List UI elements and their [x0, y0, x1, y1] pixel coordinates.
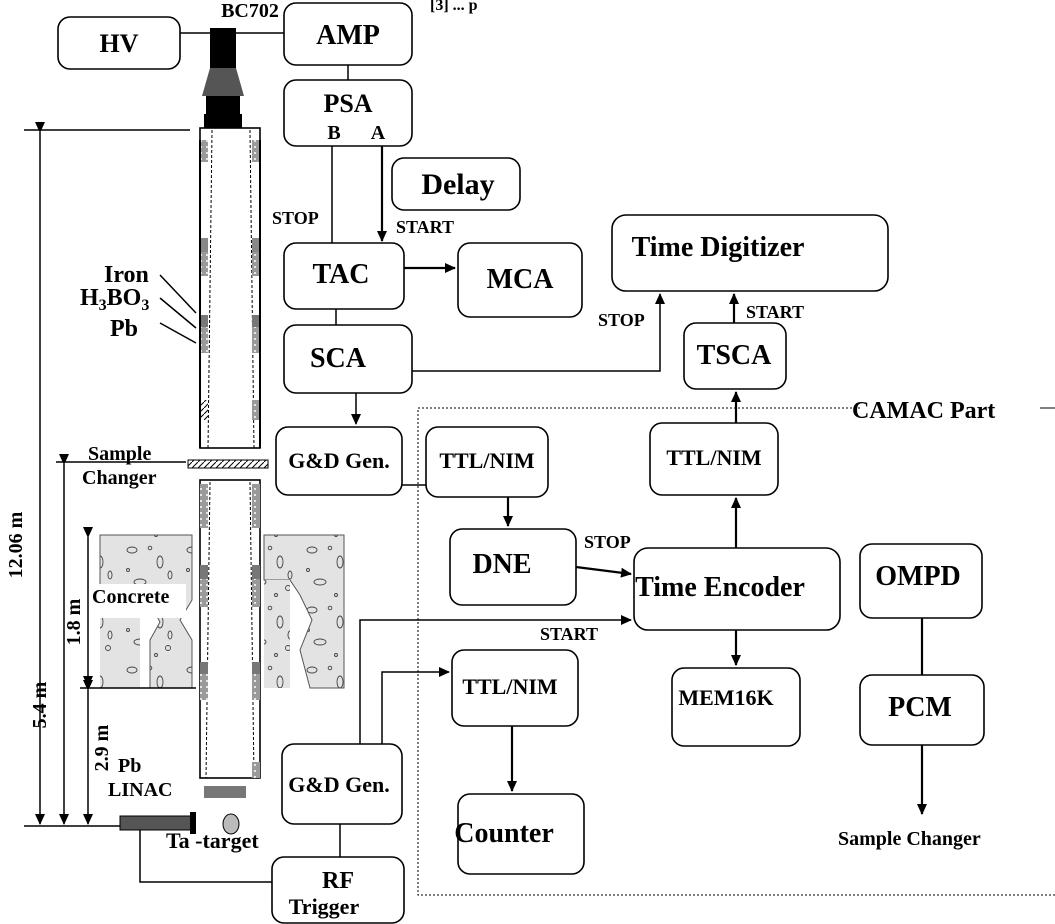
- counter-label: Counter: [454, 818, 554, 849]
- time-digitizer-block: [611, 214, 889, 292]
- counter-block: [457, 793, 585, 875]
- label-pb-lower: Pb: [118, 755, 141, 777]
- detector-base: [204, 114, 242, 128]
- psa-b-port: B: [327, 122, 340, 144]
- mem16k-label: MEM16K: [678, 685, 773, 710]
- pb-block-lower: [204, 786, 246, 798]
- label-stop-te: STOP: [584, 532, 631, 552]
- lower-flight-tube: [199, 479, 261, 779]
- top-note: [3] ... p: [430, 0, 478, 14]
- dim-2-9: 2.9 m: [91, 724, 113, 771]
- label-start-te: START: [540, 624, 598, 644]
- beamline-schematic: [92, 28, 345, 835]
- dimension-lines: [24, 122, 196, 827]
- gd-gen-upper-block: [275, 426, 403, 496]
- scintillator: [206, 96, 240, 114]
- delay-label: Delay: [421, 168, 494, 201]
- label-sample-line1: Sample: [88, 443, 151, 465]
- tac-label: TAC: [312, 259, 369, 290]
- gd-gen-upper-label: G&D Gen.: [288, 448, 389, 473]
- mca-label: MCA: [487, 264, 555, 295]
- hv-block: [57, 16, 181, 70]
- camac-part-label: CAMAC Part: [852, 398, 995, 424]
- label-concrete: Concrete: [92, 586, 169, 608]
- label-stop-tac: STOP: [272, 208, 319, 228]
- tac-block: [283, 242, 405, 310]
- label-stop-td: STOP: [598, 310, 645, 330]
- psa-label: PSA: [323, 89, 372, 118]
- label-ta-target: Ta -target: [166, 828, 259, 853]
- mca-block: [457, 242, 583, 318]
- hv-label: HV: [100, 29, 139, 58]
- concrete-label-bg: [92, 584, 186, 618]
- dne-label: DNE: [472, 549, 531, 580]
- amp-label: AMP: [316, 20, 380, 51]
- time-encoder-label: Time Encoder: [635, 572, 805, 603]
- sca-block: [283, 324, 413, 394]
- time-digitizer-label: Time Digitizer: [632, 232, 805, 263]
- ttl-nim-1-label: TTL/NIM: [439, 448, 535, 473]
- label-h3bo3: H3BO3: [80, 285, 149, 314]
- label-bc702: BC702: [221, 0, 279, 22]
- photomultiplier-tube: [210, 28, 236, 68]
- psa-a-port: A: [371, 122, 386, 144]
- ttl-nim-3-label: TTL/NIM: [462, 674, 558, 699]
- label-start-tac: START: [396, 217, 454, 237]
- signal-connections: [139, 28, 927, 883]
- delay-block: [391, 157, 521, 211]
- mem16k-block: [671, 667, 801, 747]
- dim-5-4: 5.4 m: [29, 681, 51, 728]
- tsca-label: TSCA: [697, 340, 772, 371]
- ttl-nim-2-block: [649, 422, 779, 496]
- ttl-nim-1-block: [425, 426, 549, 498]
- light-guide: [202, 68, 244, 96]
- ompd-label: OMPD: [875, 561, 961, 592]
- dim-total: 12.06 m: [5, 511, 27, 578]
- ta-target: [222, 813, 240, 835]
- gd-gen-lower-block: [281, 743, 403, 825]
- sample-changer-plate: [187, 459, 269, 469]
- label-pb-upper: Pb: [110, 316, 138, 342]
- ttl-nim-3-block: [451, 649, 579, 727]
- label-linac: LINAC: [108, 779, 172, 801]
- rf-trigger-label-2: Trigger: [289, 894, 360, 919]
- label-sample-changer-output: Sample Changer: [838, 828, 981, 850]
- gd-gen-lower-label: G&D Gen.: [288, 772, 389, 797]
- sca-label: SCA: [310, 343, 367, 374]
- rf-trigger-block: [271, 856, 405, 924]
- pcm-label: PCM: [888, 692, 952, 723]
- ttl-nim-2-label: TTL/NIM: [666, 445, 762, 470]
- label-start-td: START: [746, 302, 804, 322]
- rf-trigger-label-1: RF: [322, 868, 354, 894]
- label-sample-line2: Changer: [82, 467, 157, 489]
- dim-1-8: 1.8 m: [63, 598, 85, 645]
- label-iron: Iron: [104, 262, 149, 288]
